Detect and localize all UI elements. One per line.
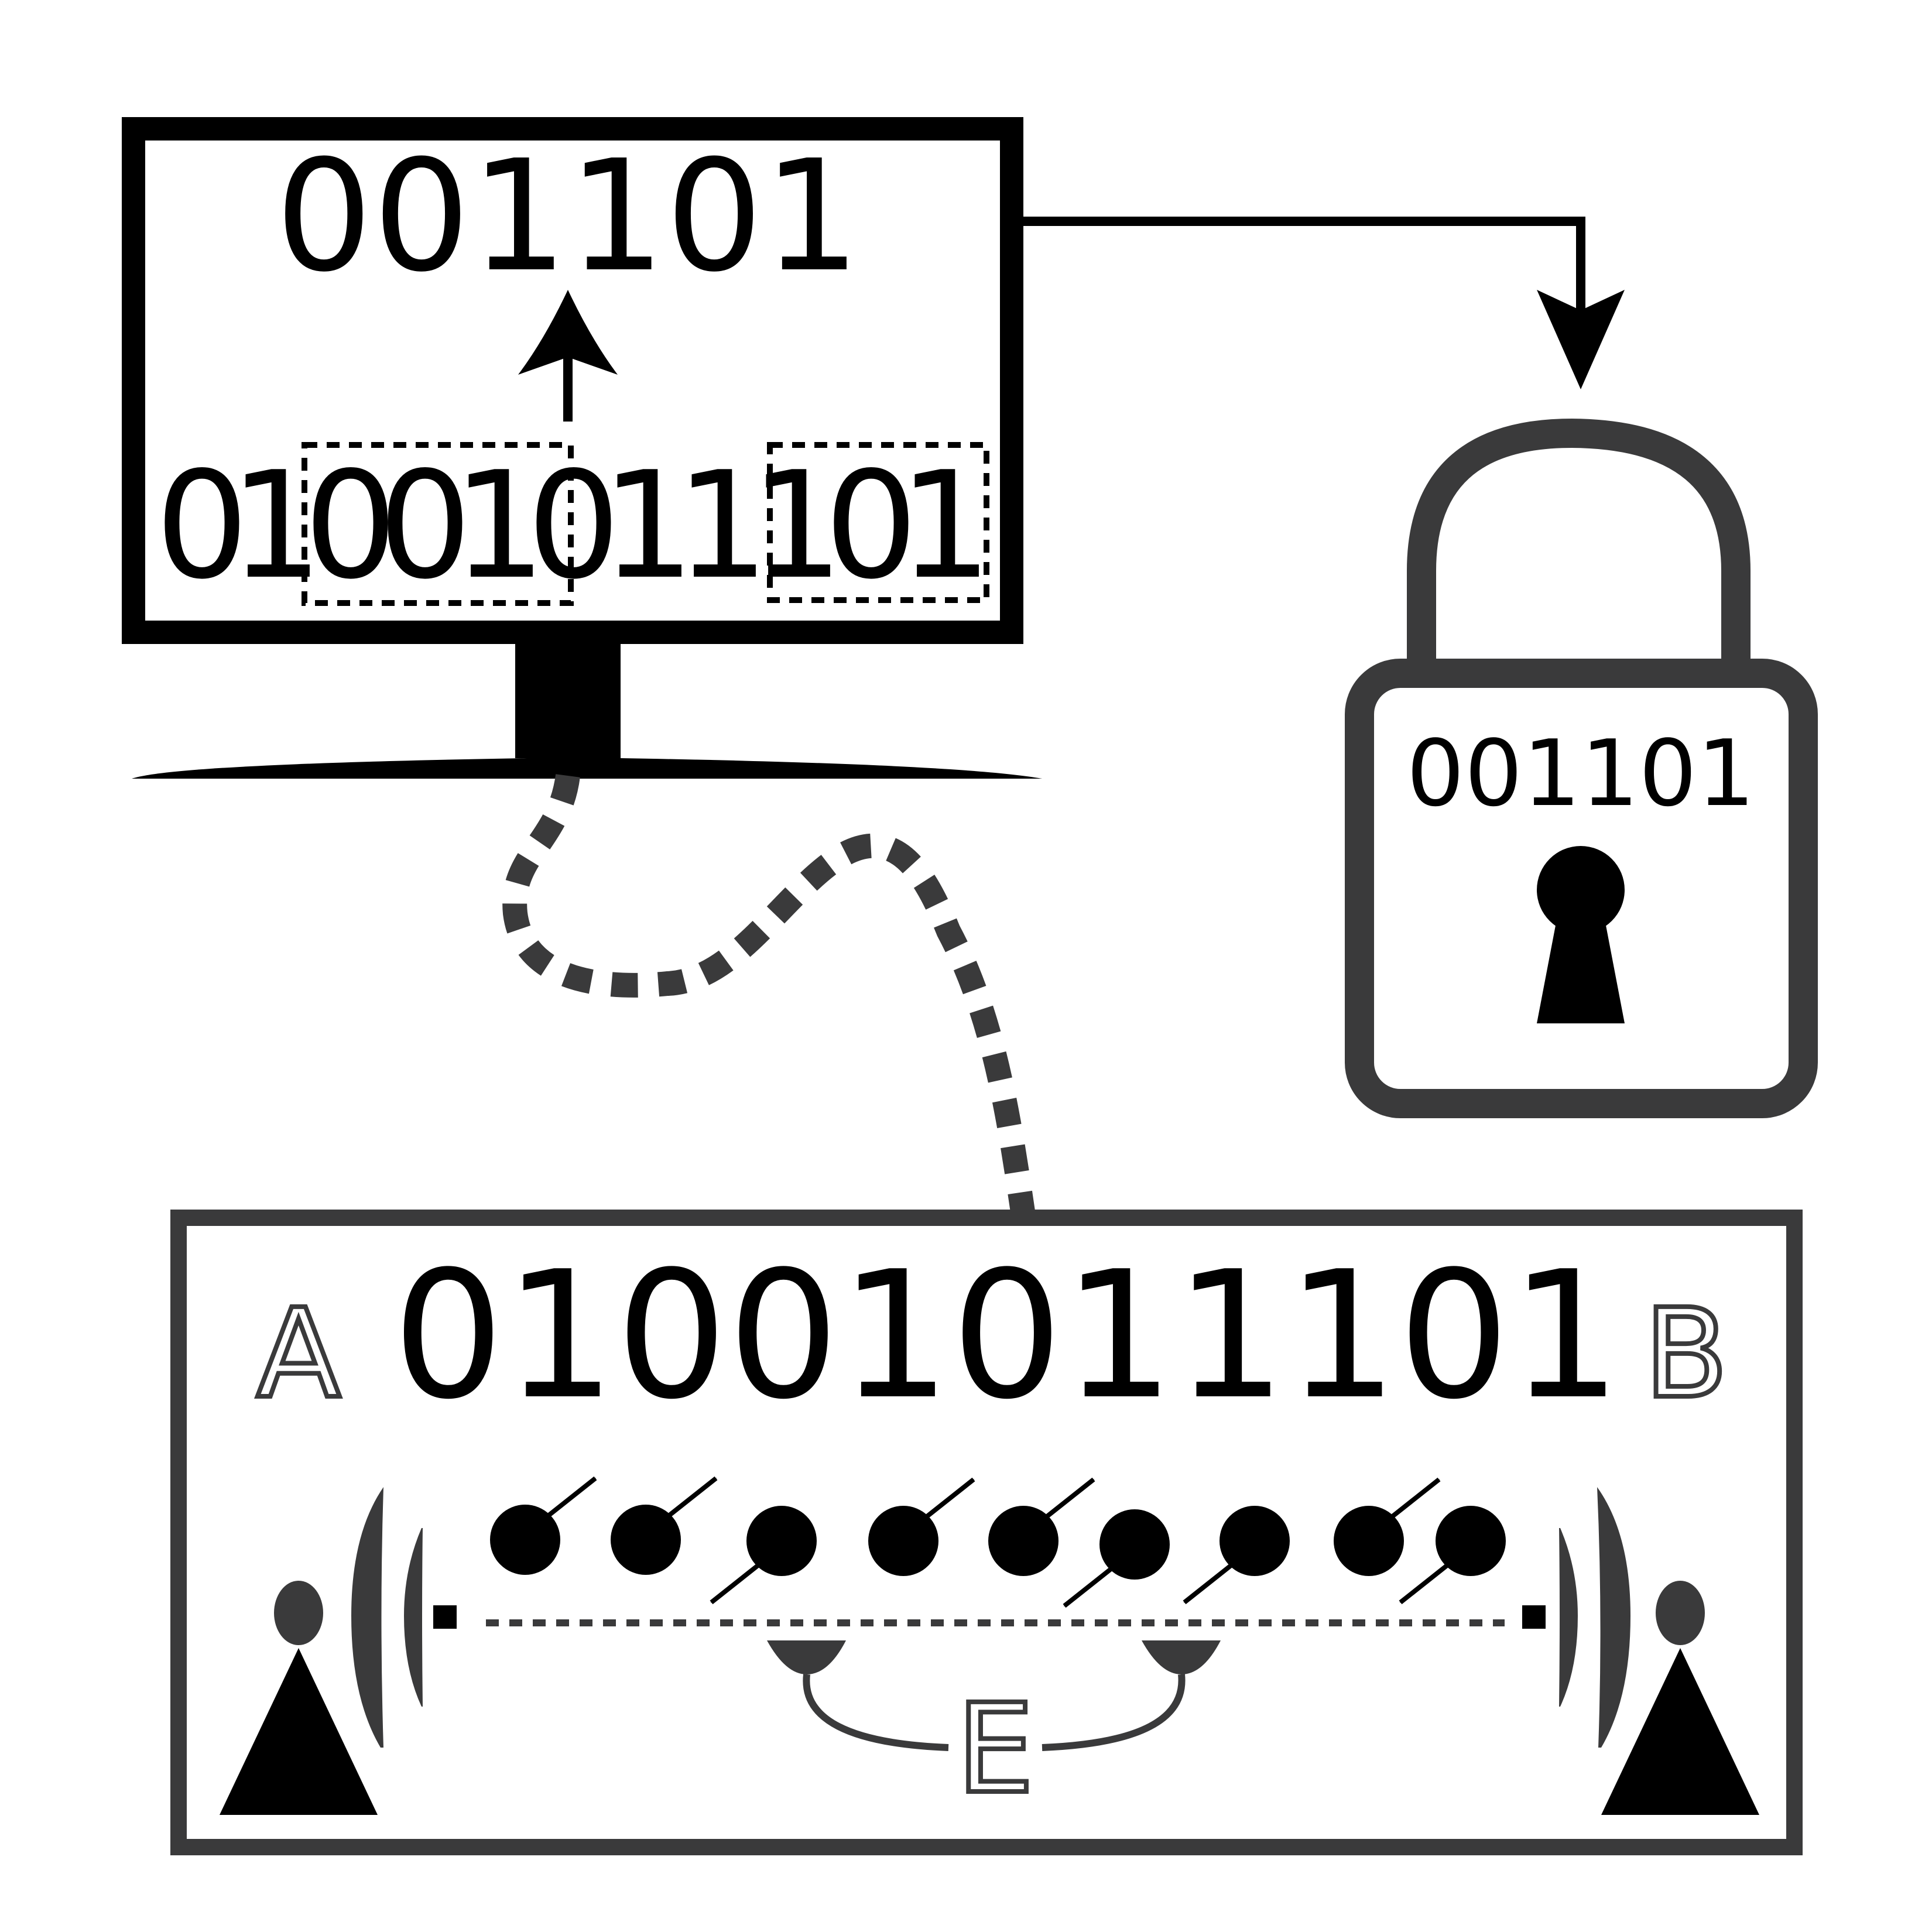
eve-detector-left-icon [767,1640,846,1674]
computer-monitor: 001101 01001011101 [122,117,1042,779]
photon-dot [746,1506,817,1576]
photon-dot [868,1506,938,1576]
photon-dot [490,1505,560,1575]
polarization-arrow-sw-icon [1063,1566,1114,1608]
raw-bits-row: 01001011101 [155,440,992,612]
raw-bit: 1 [229,440,323,612]
final-key: 001101 [275,127,861,306]
raw-bit: 1 [899,440,992,612]
eve-detector-right-icon [1142,1640,1221,1674]
monitor-stand-base [132,758,1042,779]
photon-dot [1220,1506,1290,1576]
polarization-arrow-ne-icon [924,1477,975,1520]
polarization-arrow-sw-icon [1183,1562,1234,1605]
photon-dot [988,1506,1059,1576]
photon-dot [611,1505,681,1575]
padlock-shackle [1407,418,1751,667]
sift-arrow-up [518,290,618,422]
bob-label: B [1644,1282,1728,1426]
polarization-arrow-sw-icon [1399,1562,1450,1605]
raw-bit: 1 [750,440,844,612]
bob-person-icon [1601,1581,1759,1815]
selection-box-left [302,442,574,606]
photon-dot [1099,1509,1170,1580]
keyhole-icon [1537,846,1625,1023]
raw-bit: 0 [155,440,249,612]
polarization-arrow-sw-icon [710,1562,761,1605]
raw-bit: 0 [378,440,472,612]
polarization-arrow-ne-icon [1044,1477,1095,1520]
alice-label: A [256,1282,341,1426]
polarization-arrow-ne-icon [666,1476,718,1519]
eve-label: E [957,1677,1034,1821]
selection-box-right [767,442,989,603]
photon-row [490,1476,1506,1608]
eve-connection-line [803,1674,1186,1751]
bob-receiver-icon [1522,1487,1630,1748]
raw-bit: 1 [676,440,769,612]
lock-key: 001101 [1406,720,1755,827]
quantum-channel-cable [502,773,1037,1226]
raw-bit: 1 [453,440,546,612]
polarization-arrow-ne-icon [1389,1477,1441,1520]
alice-person-icon [220,1581,378,1815]
alice-transmitter-icon [351,1487,457,1748]
raw-bit: 1 [601,440,695,612]
photon-dot [1436,1506,1506,1576]
qkd-frame [170,1210,1803,1855]
key-transfer-arrow [1023,217,1625,389]
qkd-bitstring: 01001011101 [392,1234,1622,1438]
monitor-stand-neck [515,644,621,758]
raw-bit: 0 [304,440,398,612]
qkd-panel: A B 01001011101 [170,1210,1803,1855]
polarization-arrow-ne-icon [546,1476,597,1519]
photon-dot [1334,1506,1404,1576]
padlock: 001101 [1345,418,1818,1118]
raw-bit: 0 [824,440,918,612]
